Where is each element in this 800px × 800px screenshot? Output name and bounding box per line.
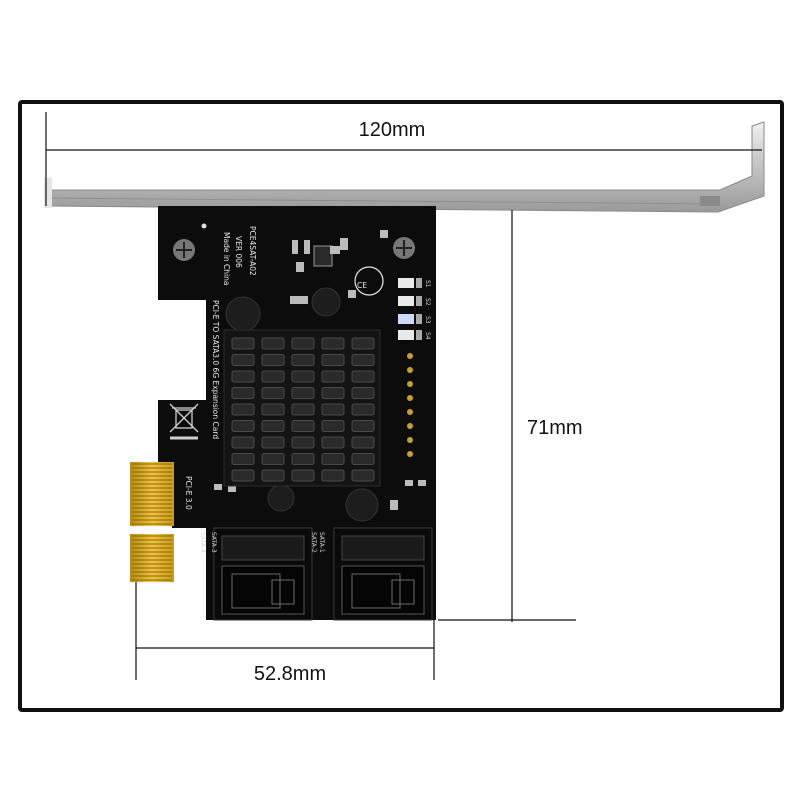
heatsink-fin	[231, 370, 255, 383]
sata-1-label: SATA-1	[318, 532, 325, 553]
bus-label: PCI-E 3.0	[184, 476, 193, 510]
heatsink-fin	[321, 337, 345, 350]
heatsink-fin	[321, 453, 345, 465]
heatsink-fin	[261, 436, 285, 449]
heatsink-fin	[321, 403, 345, 416]
heatsink-fin	[261, 337, 285, 350]
heatsink-fin	[261, 420, 285, 432]
ce-mark: CE	[357, 281, 367, 290]
height-dimension-label: 71mm	[527, 417, 583, 439]
heatsink-fin	[231, 387, 255, 399]
heatsink-fin	[351, 453, 375, 465]
heatsink-fin	[291, 354, 315, 366]
dimension-height	[438, 210, 576, 622]
led-label-s4: S4	[424, 332, 431, 340]
heatsink-fin	[291, 453, 315, 465]
led-label-s2: S2	[424, 298, 431, 306]
sata-3-label: SATA-3	[210, 532, 217, 553]
heatsink-fin	[291, 387, 315, 399]
heatsink-fin	[291, 370, 315, 383]
origin-label: Made in China	[222, 232, 231, 285]
led-header-pins	[407, 353, 413, 457]
sata-connector-right	[333, 527, 433, 621]
sata-4-label: SATA-4	[199, 532, 206, 553]
heatsink-fin	[261, 453, 285, 465]
led-label-s3: S3	[424, 316, 431, 324]
heatsink-fin	[231, 403, 255, 416]
sata-connector-left	[213, 527, 313, 621]
pcb-board	[130, 206, 436, 621]
status-leds	[398, 278, 422, 340]
weee-bin-symbol	[169, 403, 199, 440]
heatsink-fin	[351, 387, 375, 399]
led-label-s1: S1	[424, 280, 431, 288]
heatsink-fin	[321, 469, 345, 482]
heatsink-fin	[231, 469, 255, 482]
heatsink-fin	[351, 370, 375, 383]
heatsink-fin	[351, 354, 375, 366]
heatsink-fin	[291, 403, 315, 416]
heatsink-fin	[321, 370, 345, 383]
heatsink-fin	[321, 420, 345, 432]
heatsink-fin	[261, 370, 285, 383]
heatsink-fin	[261, 469, 285, 482]
heatsink-fin	[231, 453, 255, 465]
heatsink	[223, 329, 381, 487]
version-label: VER 006	[234, 236, 243, 268]
heatsink-fin	[351, 403, 375, 416]
heatsink-fin	[321, 354, 345, 366]
width-dimension-label: 120mm	[359, 119, 426, 141]
heatsink-fin	[231, 436, 255, 449]
heatsink-fin	[351, 469, 375, 482]
heatsink-fin	[291, 469, 315, 482]
heatsink-fin	[231, 420, 255, 432]
dimension-connector	[135, 582, 435, 680]
silkscreen: PCE4SAT-A02 VER 006 Made in China PCI-E …	[184, 226, 431, 553]
heatsink-fin	[231, 337, 255, 350]
image-frame	[18, 100, 784, 712]
heatsink-fin	[291, 436, 315, 449]
heatsink-fin	[351, 420, 375, 432]
dimension-width	[45, 112, 762, 206]
sata-2-label: SATA-2	[310, 532, 317, 553]
pcie-gold-fingers	[130, 462, 174, 582]
heatsink-fin	[321, 387, 345, 399]
description-label: PCI-E TO SATA3.0 6G Expansion Card	[211, 300, 220, 439]
heatsink-fin	[321, 436, 345, 449]
heatsink-fin	[261, 403, 285, 416]
heatsink-fin	[291, 337, 315, 350]
heatsink-fin	[351, 436, 375, 449]
heatsink-fin	[231, 354, 255, 366]
connector-dimension-label: 52.8mm	[254, 663, 326, 685]
heatsink-fin	[261, 354, 285, 366]
heatsink-fin	[291, 420, 315, 432]
model-label: PCE4SAT-A02	[248, 226, 257, 276]
heatsink-fin	[351, 337, 375, 350]
heatsink-fin	[261, 387, 285, 399]
